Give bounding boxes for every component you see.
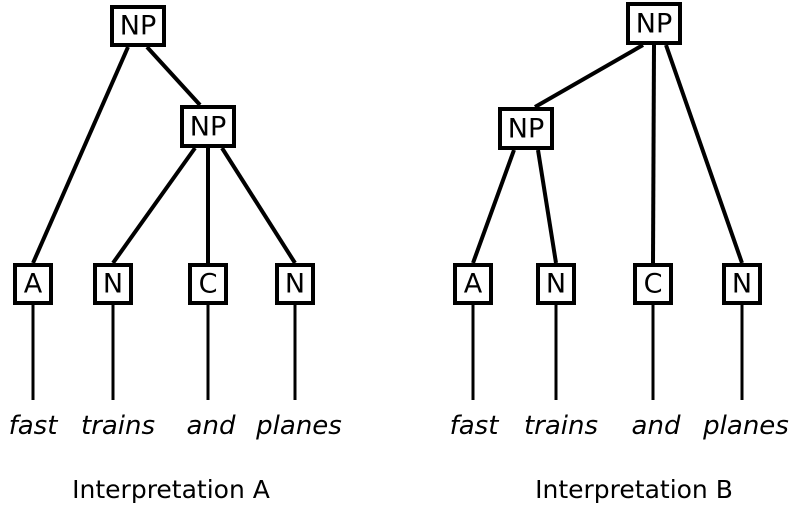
- branch-a-np-root-to-a-a: [31, 46, 130, 264]
- node-label-b-n1: N: [546, 269, 566, 300]
- branch-a-np-sub-to-a-n1: [111, 146, 197, 265]
- caption-interpretation-a: Interpretation A: [72, 475, 270, 504]
- branch-b-np-sub-to-b-n1: [536, 149, 558, 264]
- node-label-a-c: C: [199, 269, 218, 300]
- branch-b-np-root-to-b-n2: [664, 44, 744, 264]
- word-b-word-planes: planes: [702, 411, 789, 441]
- branch-a-np-sub-to-a-n2: [220, 146, 297, 265]
- node-box-a-np-root[interactable]: [110, 5, 166, 47]
- node-box-b-n1[interactable]: [536, 263, 576, 305]
- branch-a-np-root-to-a-np-sub: [145, 45, 202, 107]
- node-label-a-n2: N: [285, 269, 305, 300]
- node-box-a-n1[interactable]: [93, 263, 133, 305]
- branch-b-np-sub-to-b-a: [471, 149, 516, 264]
- caption-interpretation-b: Interpretation B: [535, 475, 733, 504]
- node-box-b-np-sub[interactable]: [498, 107, 554, 150]
- node-label-a-np-root: NP: [120, 11, 156, 42]
- node-label-b-n2: N: [732, 269, 752, 300]
- node-box-a-n2[interactable]: [275, 263, 315, 305]
- node-label-a-n1: N: [103, 269, 123, 300]
- node-box-b-n2[interactable]: [722, 263, 762, 305]
- node-label-a-a: A: [24, 269, 43, 300]
- word-a-word-trains: trains: [81, 411, 155, 441]
- branch-b-np-root-to-b-np-sub: [534, 43, 644, 109]
- node-box-a-np-sub[interactable]: [180, 105, 236, 148]
- node-box-b-a[interactable]: [453, 263, 493, 305]
- word-a-word-fast: fast: [9, 411, 59, 441]
- node-box-b-np-root[interactable]: [626, 2, 682, 45]
- node-label-b-np-sub: NP: [508, 114, 544, 145]
- word-a-word-planes: planes: [255, 411, 342, 441]
- node-box-a-a[interactable]: [13, 263, 53, 305]
- word-b-word-and: and: [632, 411, 681, 441]
- word-b-word-fast: fast: [450, 411, 500, 441]
- node-box-a-c[interactable]: [188, 263, 228, 305]
- node-label-b-a: A: [464, 269, 483, 300]
- node-label-a-np-sub: NP: [190, 112, 226, 143]
- node-box-b-c[interactable]: [633, 263, 673, 305]
- word-a-word-and: and: [187, 411, 236, 441]
- node-label-b-np-root: NP: [636, 9, 672, 40]
- branch-b-np-root-to-b-c: [651, 44, 656, 264]
- node-label-b-c: C: [644, 269, 663, 300]
- word-b-word-trains: trains: [524, 411, 598, 441]
